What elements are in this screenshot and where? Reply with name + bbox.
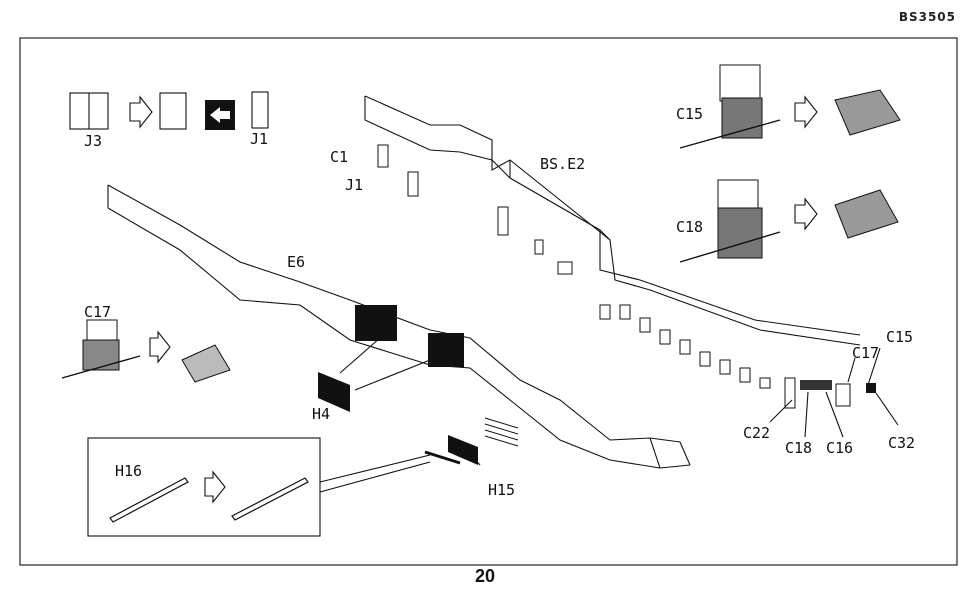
label-j3: J3	[84, 132, 103, 150]
label-c17-right: C17	[852, 344, 880, 362]
label-c22: C22	[743, 424, 771, 442]
label-c17-left: C17	[84, 303, 112, 321]
dark-panel-2	[428, 333, 464, 367]
h15-panel	[448, 435, 478, 465]
h4-panel	[318, 372, 350, 412]
arrow-right-icon	[204, 470, 226, 504]
label-c16: C16	[826, 439, 854, 457]
h16-inset-frame	[87, 437, 321, 537]
label-c15-right: C15	[886, 328, 914, 346]
lower-hull-strip	[107, 184, 691, 469]
label-e6: E6	[287, 253, 306, 271]
label-c15-top: C15	[676, 105, 704, 123]
page-frame	[19, 37, 958, 566]
label-c18-bottom: C18	[785, 439, 813, 457]
page-number: 20	[474, 566, 496, 586]
c18-mesh-part	[679, 179, 899, 263]
label-h4: H4	[312, 405, 331, 423]
label-c1: C1	[330, 148, 349, 166]
h16-rail-part	[109, 477, 309, 523]
arrow-right-icon	[149, 330, 171, 364]
small-fitting-parts	[784, 377, 876, 409]
label-h16: H16	[115, 462, 143, 480]
dark-panel-1	[355, 305, 397, 341]
label-c32: C32	[888, 434, 916, 452]
c17-part	[61, 319, 231, 383]
arrow-right-icon	[129, 95, 153, 129]
label-j1-top: J1	[250, 130, 269, 148]
label-h15: H15	[488, 481, 516, 499]
grille-part	[484, 417, 519, 447]
label-c18-top: C18	[676, 218, 704, 236]
arrow-right-icon	[794, 95, 818, 129]
label-bs-e2: BS.E2	[540, 155, 586, 173]
upper-hull-strip	[364, 95, 861, 346]
window-parts	[377, 144, 771, 389]
arrow-right-icon	[794, 197, 818, 231]
kit-code: BS3505	[898, 10, 956, 24]
label-j1: J1	[345, 176, 364, 194]
c15-mesh-part	[679, 64, 901, 149]
door-parts-j3	[69, 91, 269, 130]
